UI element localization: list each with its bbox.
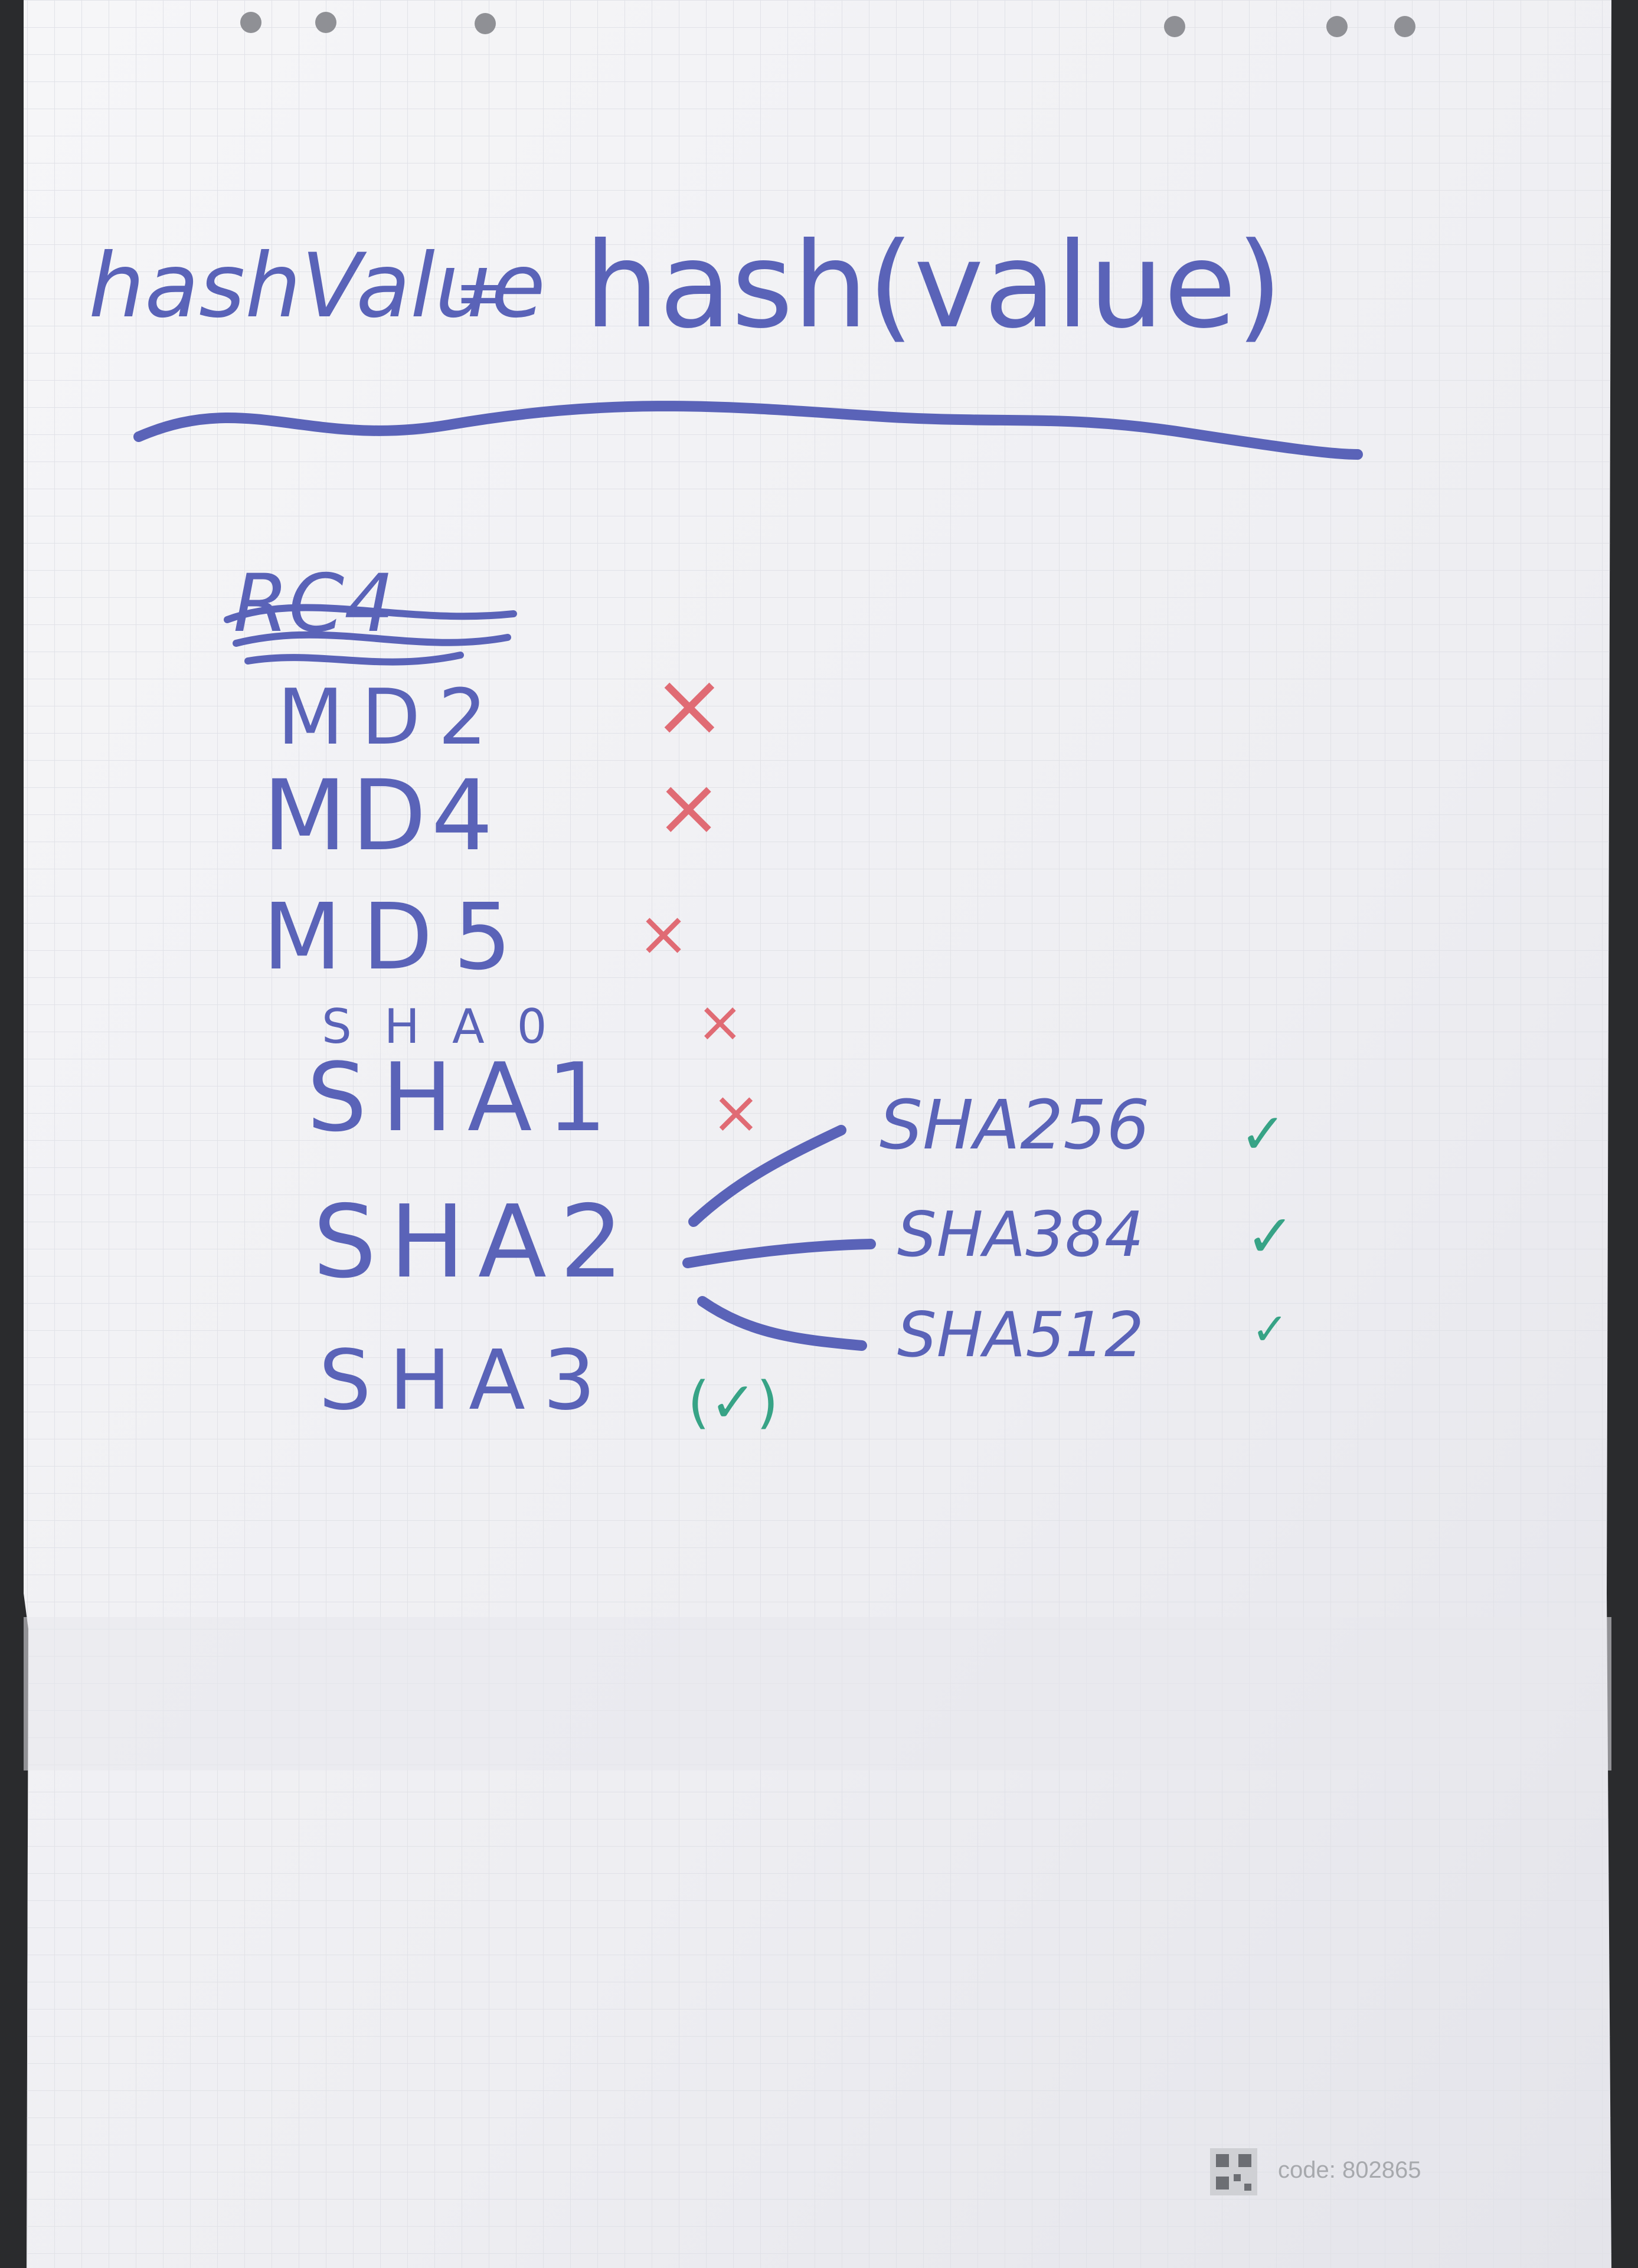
qr-code-icon — [1210, 2148, 1257, 2195]
green-checkmark: ✓ — [1245, 1202, 1295, 1271]
red-cross-mark: × — [697, 990, 744, 1055]
list-item-sha1: SHA1 — [307, 1042, 622, 1153]
list-item-sha0: SHA0 — [322, 999, 580, 1054]
list-item-sha384: SHA384 — [897, 1199, 1144, 1271]
green-checkmark: ✓ — [1251, 1303, 1289, 1355]
green-checkmark-parenthesized: (✓) — [688, 1370, 779, 1435]
list-item-sha512: SHA512 — [897, 1299, 1144, 1371]
red-cross-mark: × — [637, 898, 689, 970]
list-item-md4: MD4 — [263, 759, 498, 872]
heading-right-text: hash(value) — [584, 217, 1283, 355]
list-item-sha2: SHA2 — [313, 1184, 637, 1301]
heading-equals-sign: = — [455, 254, 509, 330]
green-checkmark: ✓ — [1240, 1102, 1287, 1167]
red-cross-mark: × — [652, 654, 727, 757]
red-cross-mark: × — [655, 761, 722, 853]
sha2-branch-lines — [682, 1125, 876, 1351]
binder-holes — [240, 12, 1415, 37]
list-item-sha3: SHA3 — [319, 1333, 613, 1429]
struck-word: RC4 — [233, 557, 395, 650]
red-cross-mark: × — [711, 1078, 761, 1147]
footer-code: code: 802865 — [1278, 2157, 1421, 2183]
list-item-md5: MD5 — [263, 883, 532, 990]
strike-scribble — [224, 604, 517, 666]
list-item-md2: MD2 — [277, 672, 505, 762]
heading-left-text: hashValue — [89, 235, 546, 338]
list-item-sha256: SHA256 — [880, 1086, 1150, 1165]
paper-fold — [24, 1617, 1611, 1770]
heading-underline — [133, 401, 1363, 460]
